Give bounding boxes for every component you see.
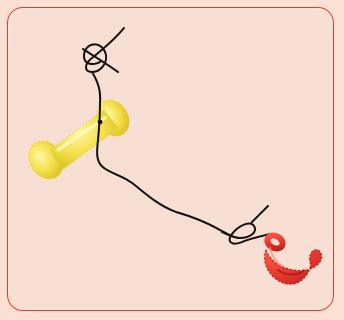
red-hook-icon[interactable] (265, 233, 322, 284)
bottom-knot-icon[interactable] (222, 206, 270, 244)
yellow-bone-icon[interactable] (22, 94, 136, 186)
top-knot-icon[interactable] (83, 28, 124, 104)
